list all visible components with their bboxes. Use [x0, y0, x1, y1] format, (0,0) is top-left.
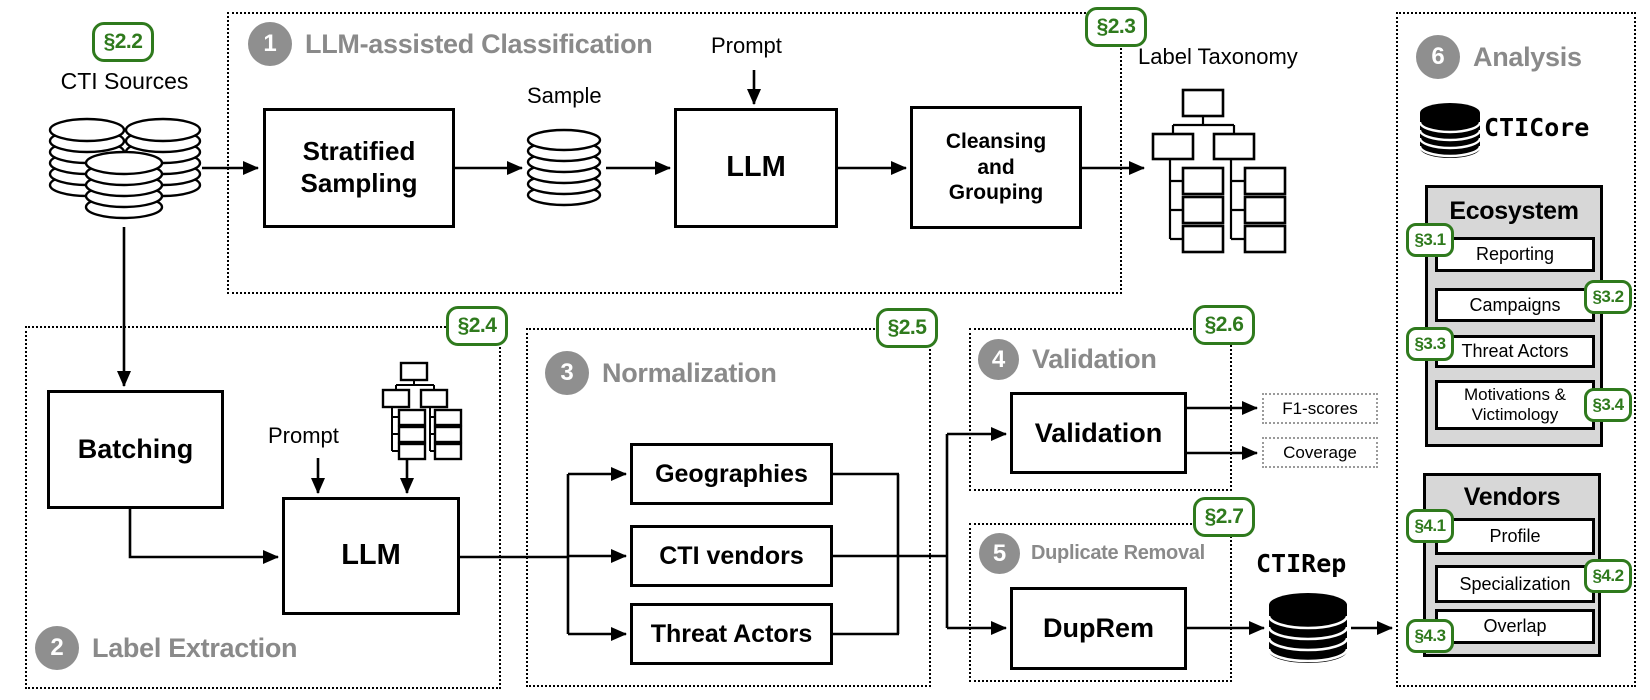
- step-number-3: 3: [545, 351, 589, 395]
- geographies-box: Geographies: [630, 443, 833, 505]
- step-title-5: Duplicate Removal: [1031, 542, 1205, 564]
- threat-actors-box: Threat Actors: [630, 603, 833, 665]
- threat-actors-row: Threat Actors: [1435, 335, 1595, 368]
- step-title-3: Normalization: [602, 357, 777, 388]
- section-badge-2-2: §2.2: [92, 22, 154, 62]
- panel-normalization: [526, 328, 931, 687]
- header-normalization: 3 Normalization: [545, 351, 777, 395]
- specialization-row: Specialization: [1435, 565, 1595, 603]
- llm-box-extraction: LLM: [282, 497, 460, 615]
- ctirep-database-icon: [1267, 593, 1349, 663]
- panel-llm-assisted-classification: [227, 12, 1122, 294]
- step-number-2: 2: [35, 626, 79, 670]
- llm-box-classification: LLM: [674, 108, 838, 228]
- stratified-sampling-box: Stratified Sampling: [263, 108, 455, 228]
- step-title-4: Validation: [1032, 344, 1157, 374]
- header-duplicate-removal: 5 Duplicate Removal: [979, 533, 1205, 574]
- vendors-title: Vendors: [1463, 483, 1561, 511]
- step-number-5: 5: [979, 533, 1020, 574]
- section-badge-2-3: §2.3: [1085, 7, 1147, 47]
- section-badge-4-3: §4.3: [1406, 619, 1454, 653]
- campaigns-row: Campaigns: [1435, 288, 1595, 322]
- batching-box: Batching: [47, 390, 224, 509]
- header-llm-assisted-classification: 1 LLM-assisted Classification: [248, 22, 653, 66]
- label-taxonomy-title: Label Taxonomy: [1138, 44, 1298, 69]
- ctirep-label: CTIRep: [1256, 549, 1347, 578]
- section-badge-2-6: §2.6: [1193, 305, 1255, 345]
- section-badge-2-4: §2.4: [446, 306, 508, 346]
- profile-row: Profile: [1435, 518, 1595, 555]
- panel-label-extraction: [25, 326, 501, 689]
- cti-vendors-box: CTI vendors: [630, 525, 833, 587]
- section-badge-3-4: §3.4: [1584, 388, 1632, 422]
- overlap-row: Overlap: [1435, 609, 1595, 644]
- cti-sources-database-icon: [48, 117, 202, 220]
- header-label-extraction: 2 Label Extraction: [35, 626, 298, 670]
- step-number-6: 6: [1416, 35, 1460, 79]
- prompt-label-extraction: Prompt: [268, 423, 339, 448]
- section-badge-3-1: §3.1: [1406, 223, 1454, 257]
- reporting-row: Reporting: [1435, 237, 1595, 272]
- step-title-1: LLM-assisted Classification: [305, 28, 653, 59]
- header-analysis: 6 Analysis: [1416, 35, 1582, 79]
- cticore-label: CTICore: [1484, 113, 1590, 142]
- duprem-box: DupRem: [1010, 587, 1187, 670]
- ecosystem-title: Ecosystem: [1449, 197, 1579, 225]
- cleansing-grouping-box: Cleansing and Grouping: [910, 106, 1082, 229]
- validation-box: Validation: [1010, 392, 1187, 474]
- label-taxonomy-tree-icon: [1151, 88, 1287, 254]
- sample-label: Sample: [527, 83, 602, 108]
- section-badge-2-7: §2.7: [1193, 497, 1255, 537]
- section-badge-3-3: §3.3: [1406, 327, 1454, 361]
- section-badge-4-1: §4.1: [1406, 509, 1454, 543]
- panel-duplicate-removal: [969, 523, 1232, 682]
- prompt-label-classification: Prompt: [711, 33, 782, 58]
- cti-sources-label: CTI Sources: [60, 68, 189, 94]
- section-badge-2-5: §2.5: [876, 308, 938, 348]
- f1-scores-output: F1-scores: [1262, 393, 1378, 424]
- motivations-victimology-row: Motivations & Victimology: [1435, 380, 1595, 430]
- step-number-1: 1: [248, 22, 292, 66]
- header-validation: 4 Validation: [978, 339, 1157, 380]
- panel-validation: [969, 328, 1232, 491]
- panel-analysis: [1396, 12, 1636, 687]
- coverage-output: Coverage: [1262, 437, 1378, 468]
- section-badge-4-2: §4.2: [1584, 559, 1632, 593]
- step-number-4: 4: [978, 339, 1019, 380]
- section-badge-3-2: §3.2: [1584, 280, 1632, 314]
- step-title-6: Analysis: [1473, 41, 1582, 72]
- step-title-2: Label Extraction: [92, 632, 298, 663]
